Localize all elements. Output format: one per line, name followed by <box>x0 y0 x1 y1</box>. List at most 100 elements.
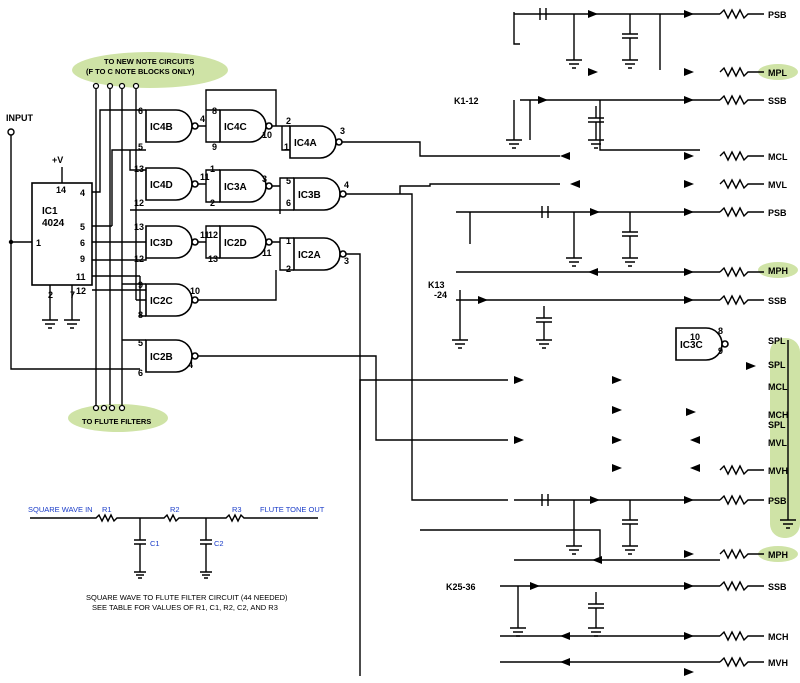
svg-text:5: 5 <box>80 222 85 232</box>
gate-ic4d: IC4D <box>145 167 199 201</box>
svg-text:C1: C1 <box>150 539 160 548</box>
svg-text:9: 9 <box>212 142 217 152</box>
mpl-highlight <box>758 64 798 80</box>
svg-text:3: 3 <box>262 174 267 184</box>
gate-ic3a: IC3A <box>219 169 273 203</box>
svg-text:IC4B: IC4B <box>150 122 173 133</box>
svg-text:4: 4 <box>188 360 193 370</box>
out-mph-1: MPH <box>768 266 788 276</box>
out-ssb-3: SSB <box>768 582 787 592</box>
svg-text:R1: R1 <box>102 505 112 514</box>
svg-text:11: 11 <box>200 172 210 182</box>
svg-text:C2: C2 <box>214 539 224 548</box>
gate-ic2b: IC2B <box>145 339 199 373</box>
svg-text:2: 2 <box>286 116 291 126</box>
out-mcl-2: MCL <box>768 382 788 392</box>
out-mvl-2: MVL <box>768 438 788 448</box>
svg-text:10: 10 <box>690 332 700 342</box>
svg-text:IC3A: IC3A <box>224 182 247 193</box>
svg-text:6: 6 <box>80 238 85 248</box>
out-mph-2: MPH <box>768 550 788 560</box>
svg-text:IC3D: IC3D <box>150 238 173 249</box>
svg-text:IC4A: IC4A <box>294 138 317 149</box>
svg-text:IC3B: IC3B <box>298 190 321 201</box>
out-mcl-1: MCL <box>768 152 788 162</box>
out-mvh-1: MVH <box>768 466 788 476</box>
svg-text:1: 1 <box>286 236 291 246</box>
svg-text:9: 9 <box>718 346 723 356</box>
svg-text:2: 2 <box>210 198 215 208</box>
svg-text:12: 12 <box>76 286 86 296</box>
svg-text:14: 14 <box>56 185 66 195</box>
svg-text:R2: R2 <box>170 505 180 514</box>
svg-text:IC2D: IC2D <box>224 238 247 249</box>
svg-text:6: 6 <box>286 198 291 208</box>
flute-filters-highlight <box>68 404 168 432</box>
svg-text:13: 13 <box>208 254 218 264</box>
out-psb-2: PSB <box>768 208 787 218</box>
ic1-part: 4024 <box>42 218 65 229</box>
out-mvh-2: MVH <box>768 658 788 668</box>
svg-text:IC2C: IC2C <box>150 296 173 307</box>
svg-text:R3: R3 <box>232 505 242 514</box>
filter-caption-1: SQUARE WAVE TO FLUTE FILTER CIRCUIT (44 … <box>86 593 288 602</box>
k13-label: K13 <box>428 280 445 290</box>
new-note-highlight <box>72 52 228 88</box>
out-spl-3: SPL <box>768 420 786 430</box>
svg-text:12: 12 <box>134 254 144 264</box>
svg-text:IC3C: IC3C <box>680 340 703 351</box>
svg-text:11: 11 <box>262 248 272 258</box>
flute-filter-circuit: SQUARE WAVE IN FLUTE TONE OUT R1 R2 R3 C… <box>28 505 325 612</box>
filter-in-label: SQUARE WAVE IN <box>28 505 93 514</box>
svg-text:10: 10 <box>262 130 272 140</box>
svg-text:11: 11 <box>200 230 210 240</box>
ic1-name: IC1 <box>42 206 58 217</box>
svg-text:5: 5 <box>138 142 143 152</box>
svg-text:5: 5 <box>138 338 143 348</box>
svg-text:13: 13 <box>134 222 144 232</box>
svg-text:13: 13 <box>134 164 144 174</box>
input-label: INPUT <box>6 113 34 123</box>
out-ssb-2: SSB <box>768 296 787 306</box>
svg-text:IC4D: IC4D <box>150 180 173 191</box>
k1-label: K1-12 <box>454 96 479 106</box>
svg-text:8: 8 <box>718 326 723 336</box>
out-psb-1: PSB <box>768 10 787 20</box>
gate-ic4b: IC4B <box>145 109 199 143</box>
out-ssb-1: SSB <box>768 96 787 106</box>
svg-text:6: 6 <box>138 368 143 378</box>
out-psb-3: PSB <box>768 496 787 506</box>
gate-ic4c: IC4C <box>219 109 273 143</box>
svg-text:2: 2 <box>286 264 291 274</box>
svg-text:IC2B: IC2B <box>150 352 173 363</box>
gate-ic3c: IC3C <box>675 327 729 361</box>
svg-text:1: 1 <box>210 164 215 174</box>
flute-filters-label: TO FLUTE FILTERS <box>82 417 151 426</box>
svg-text:4: 4 <box>344 180 349 190</box>
mph-highlight <box>758 262 798 278</box>
out-mch-1: MCH <box>768 410 789 420</box>
gate-ic2d: IC2D <box>219 225 273 259</box>
svg-text:5: 5 <box>286 176 291 186</box>
svg-text:6: 6 <box>138 106 143 116</box>
svg-text:IC2A: IC2A <box>298 250 321 261</box>
svg-text:1: 1 <box>36 238 41 248</box>
mph2-highlight <box>758 546 798 562</box>
svg-text:4: 4 <box>200 114 205 124</box>
k13b-label: -24 <box>434 290 447 300</box>
spl-bus-highlight <box>770 338 800 538</box>
out-mvl-1: MVL <box>768 180 788 190</box>
new-note-label-2: (F TO C NOTE BLOCKS ONLY) <box>86 67 195 76</box>
ic1-block <box>31 182 93 286</box>
out-spl-1: SPL <box>768 336 786 346</box>
filter-out-label: FLUTE TONE OUT <box>260 505 325 514</box>
gate-ic3d: IC3D <box>145 225 199 259</box>
gate-ic3b: IC3B <box>293 177 347 211</box>
vplus-label: +V <box>52 155 63 165</box>
out-mch-2: MCH <box>768 632 789 642</box>
svg-text:4: 4 <box>80 188 85 198</box>
svg-text:1: 1 <box>284 142 289 152</box>
svg-text:8: 8 <box>212 106 217 116</box>
svg-text:9: 9 <box>80 254 85 264</box>
